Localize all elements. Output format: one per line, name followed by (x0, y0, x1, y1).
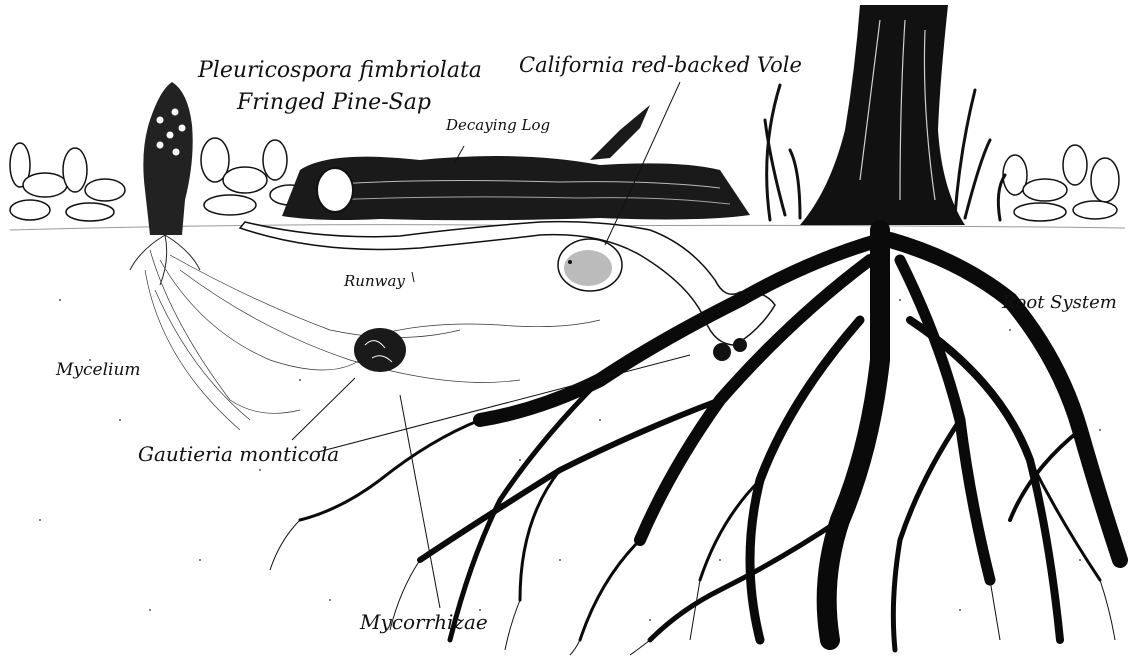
root-system-label: Root System (1002, 294, 1117, 312)
species-common-label: Fringed Pine-Sap (237, 92, 431, 114)
fine-rootlets (270, 520, 1115, 655)
vole-figure (558, 239, 622, 291)
mycorrhizae-label: Mycorrhizae (360, 612, 488, 632)
pine-sap-plant (130, 82, 200, 285)
truffle-label: Gautieria monticola (138, 444, 339, 464)
mycelium-label: Mycelium (56, 362, 141, 379)
runway-label: Runway (344, 274, 405, 289)
gautieria-truffle (354, 328, 406, 372)
vole-label: California red-backed Vole (519, 55, 802, 76)
species-name-label: Pleuricospora fimbriolata (198, 60, 482, 82)
ground-cover-right (1003, 145, 1119, 221)
log-label: Decaying Log (446, 118, 550, 133)
